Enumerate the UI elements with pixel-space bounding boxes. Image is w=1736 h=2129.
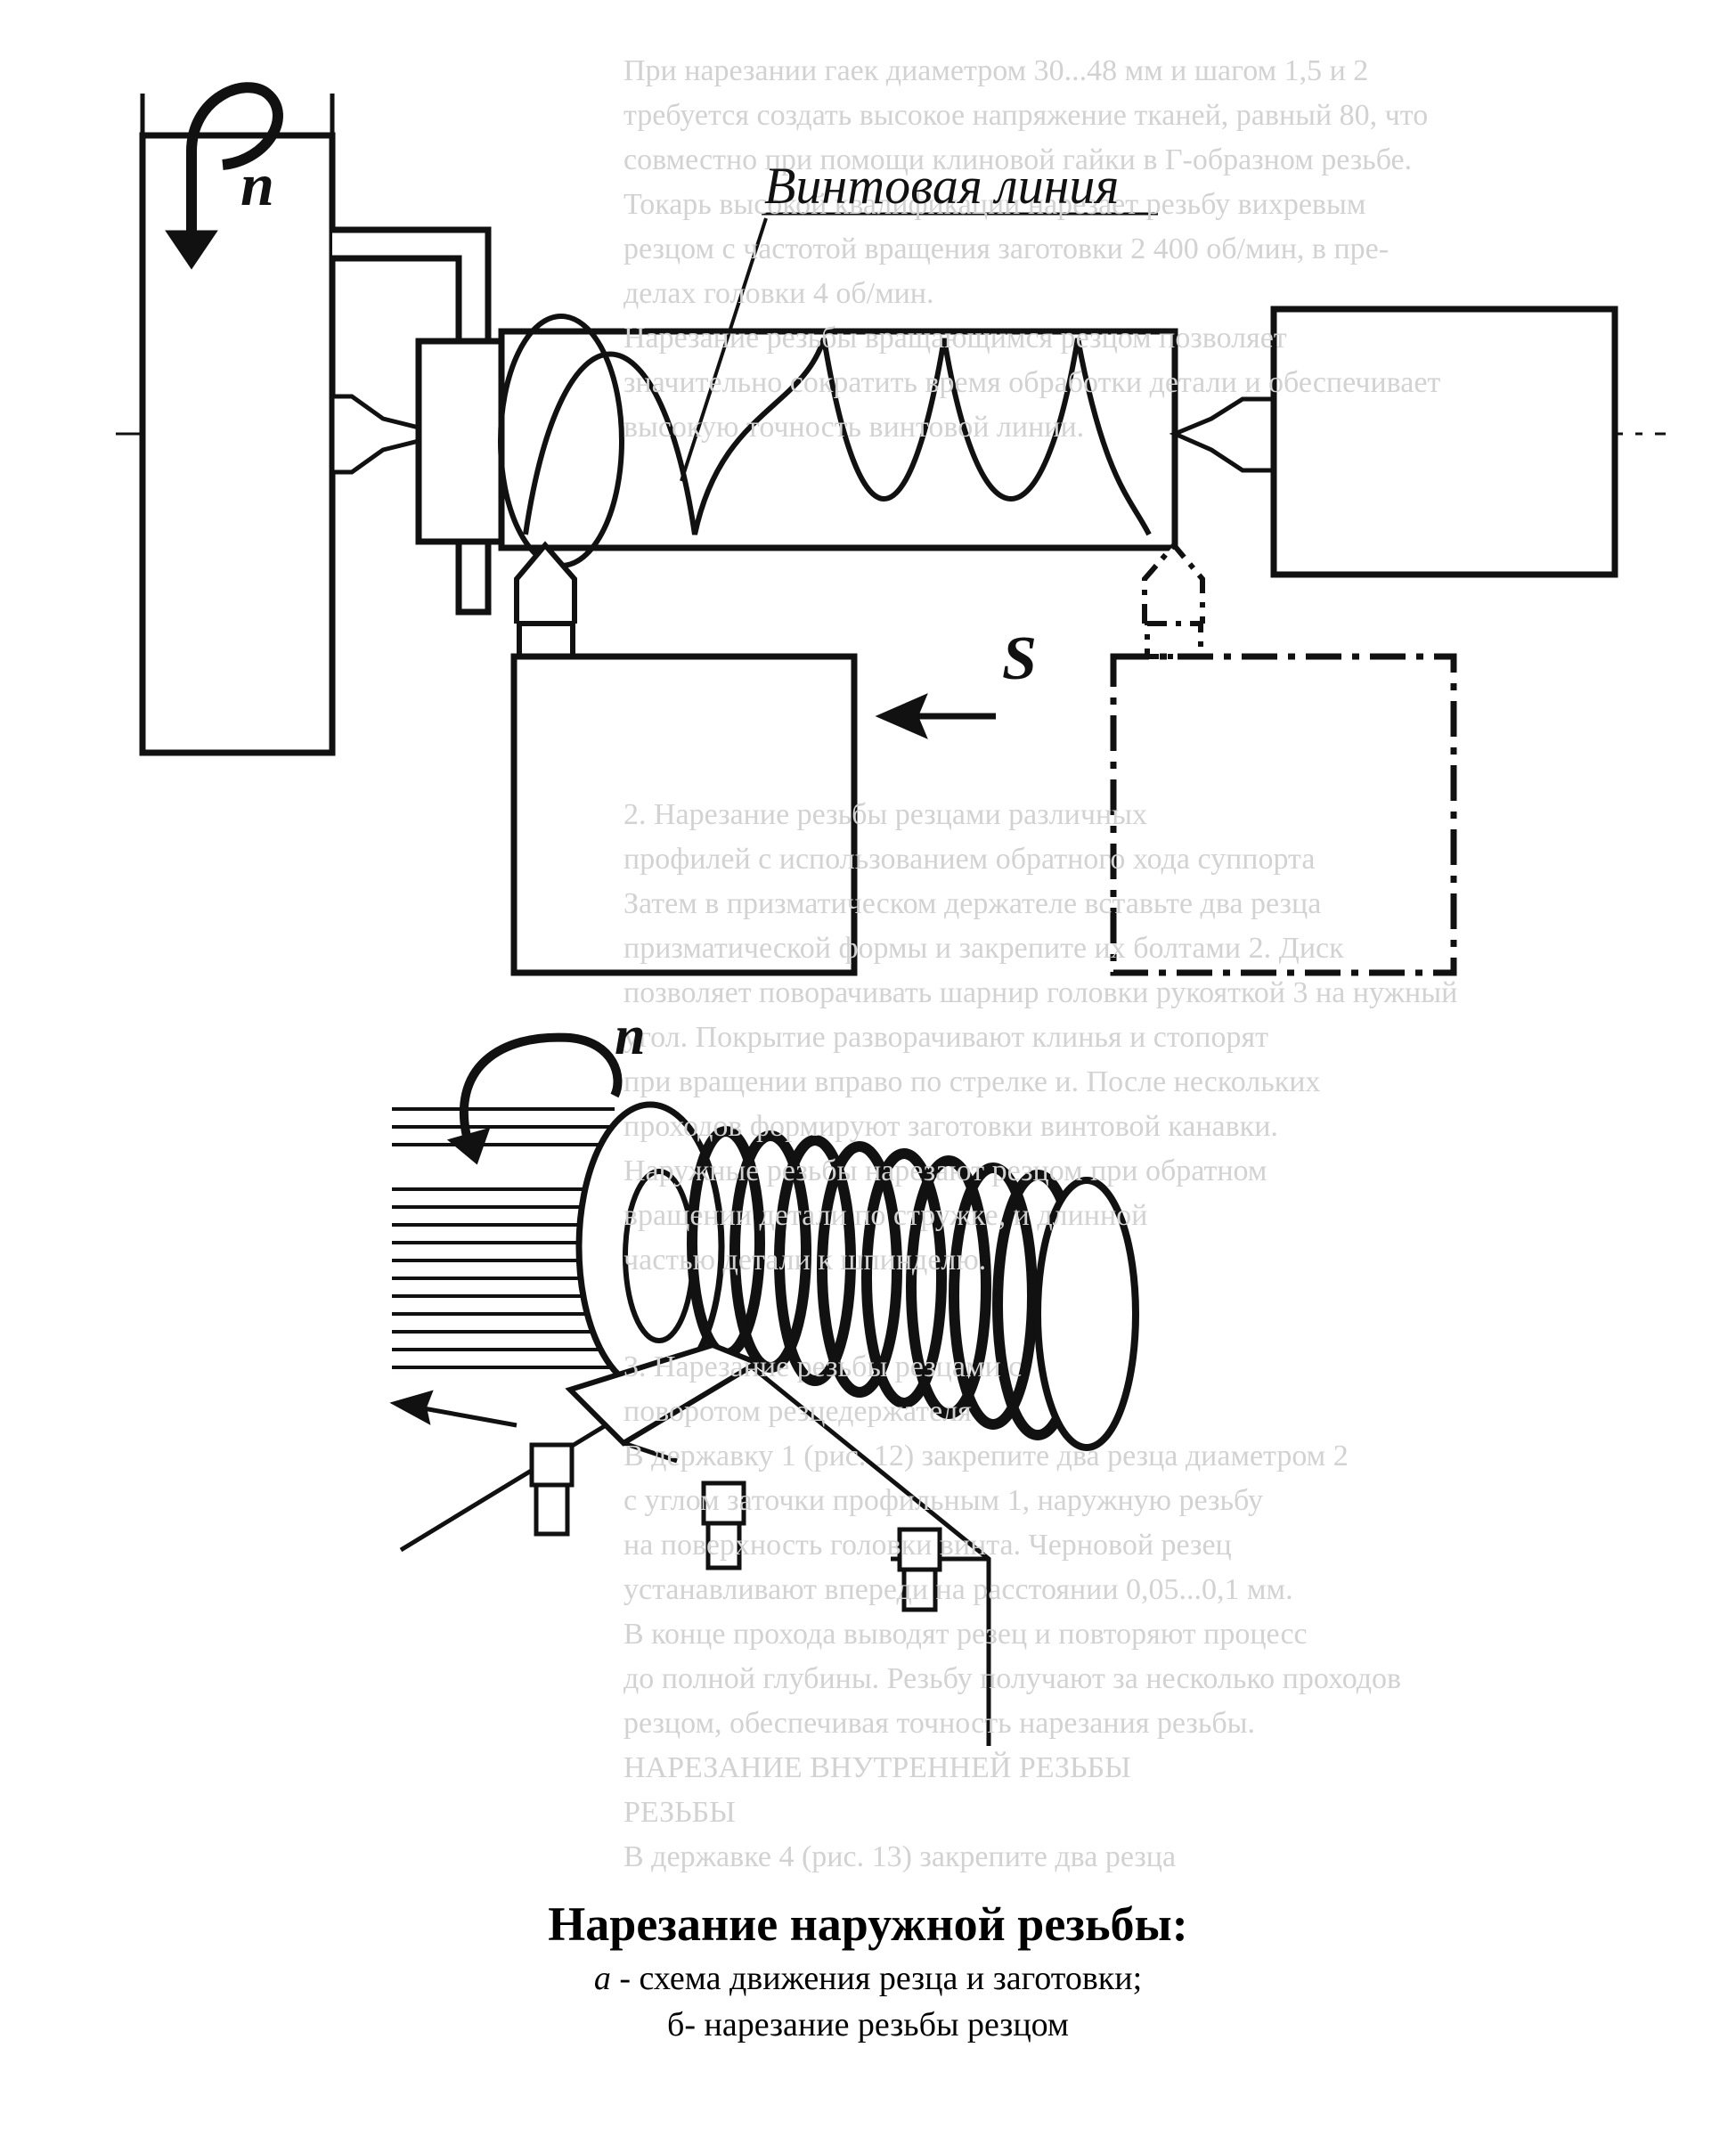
caption-title: Нарезание наружной резьбы: bbox=[548, 1897, 1188, 1951]
helix-leader bbox=[680, 217, 768, 482]
clamp-screws bbox=[529, 1442, 942, 1612]
tool-start-shank bbox=[1145, 621, 1203, 659]
caption-line-a: а - схема движения резца и заготовки; bbox=[0, 1955, 1736, 2002]
threaded-workpiece bbox=[687, 1126, 1139, 1451]
background-bleed-text-bottom: 3. Нарезание резьбы резцами с поворотом … bbox=[623, 1350, 1402, 1873]
tool-shank bbox=[517, 621, 575, 659]
chuck-stripes bbox=[392, 1107, 623, 1369]
spindle-block bbox=[139, 132, 336, 756]
rotation-arrow-1 bbox=[186, 82, 283, 258]
drive-dog bbox=[332, 226, 492, 616]
workpiece-collar bbox=[415, 338, 505, 545]
rotation-label-bottom: n bbox=[615, 1006, 646, 1066]
background-bleed-text-top: При нарезании гаек диаметром 30...48 мм … bbox=[623, 54, 1441, 444]
rotation-label-top: n bbox=[240, 151, 274, 218]
helix-label: Винтовая линия bbox=[764, 157, 1120, 215]
tailstock bbox=[1270, 306, 1618, 578]
caption-letter-a: а bbox=[593, 1960, 611, 1997]
helix-line bbox=[523, 338, 1152, 536]
caption-text-a: - схема движения резца и заготовки; bbox=[610, 1960, 1143, 1997]
figure-caption: Нарезание наружной резьбы: а - схема дви… bbox=[0, 1893, 1736, 2048]
scheme-a bbox=[116, 82, 1666, 976]
feed-label: S bbox=[1002, 624, 1037, 693]
caption-line-b: б- нарезание резьбы резцом bbox=[667, 2006, 1069, 2043]
cutter bbox=[565, 1342, 763, 1447]
feed-arrow-b bbox=[418, 1405, 518, 1428]
cutting-tool-tip bbox=[514, 541, 577, 624]
tool-holder bbox=[510, 653, 858, 976]
background-bleed-text-mid: 2. Нарезание резьбы резцами различных пр… bbox=[623, 798, 1458, 1277]
tool-holder-start bbox=[1110, 653, 1457, 976]
cutting-tool-start-tip bbox=[1142, 541, 1205, 624]
headstock-center bbox=[330, 394, 421, 475]
rotation-arrow-2 bbox=[459, 1032, 623, 1142]
illustration-b bbox=[389, 1032, 1139, 1746]
feed-arrow-head bbox=[875, 693, 928, 739]
